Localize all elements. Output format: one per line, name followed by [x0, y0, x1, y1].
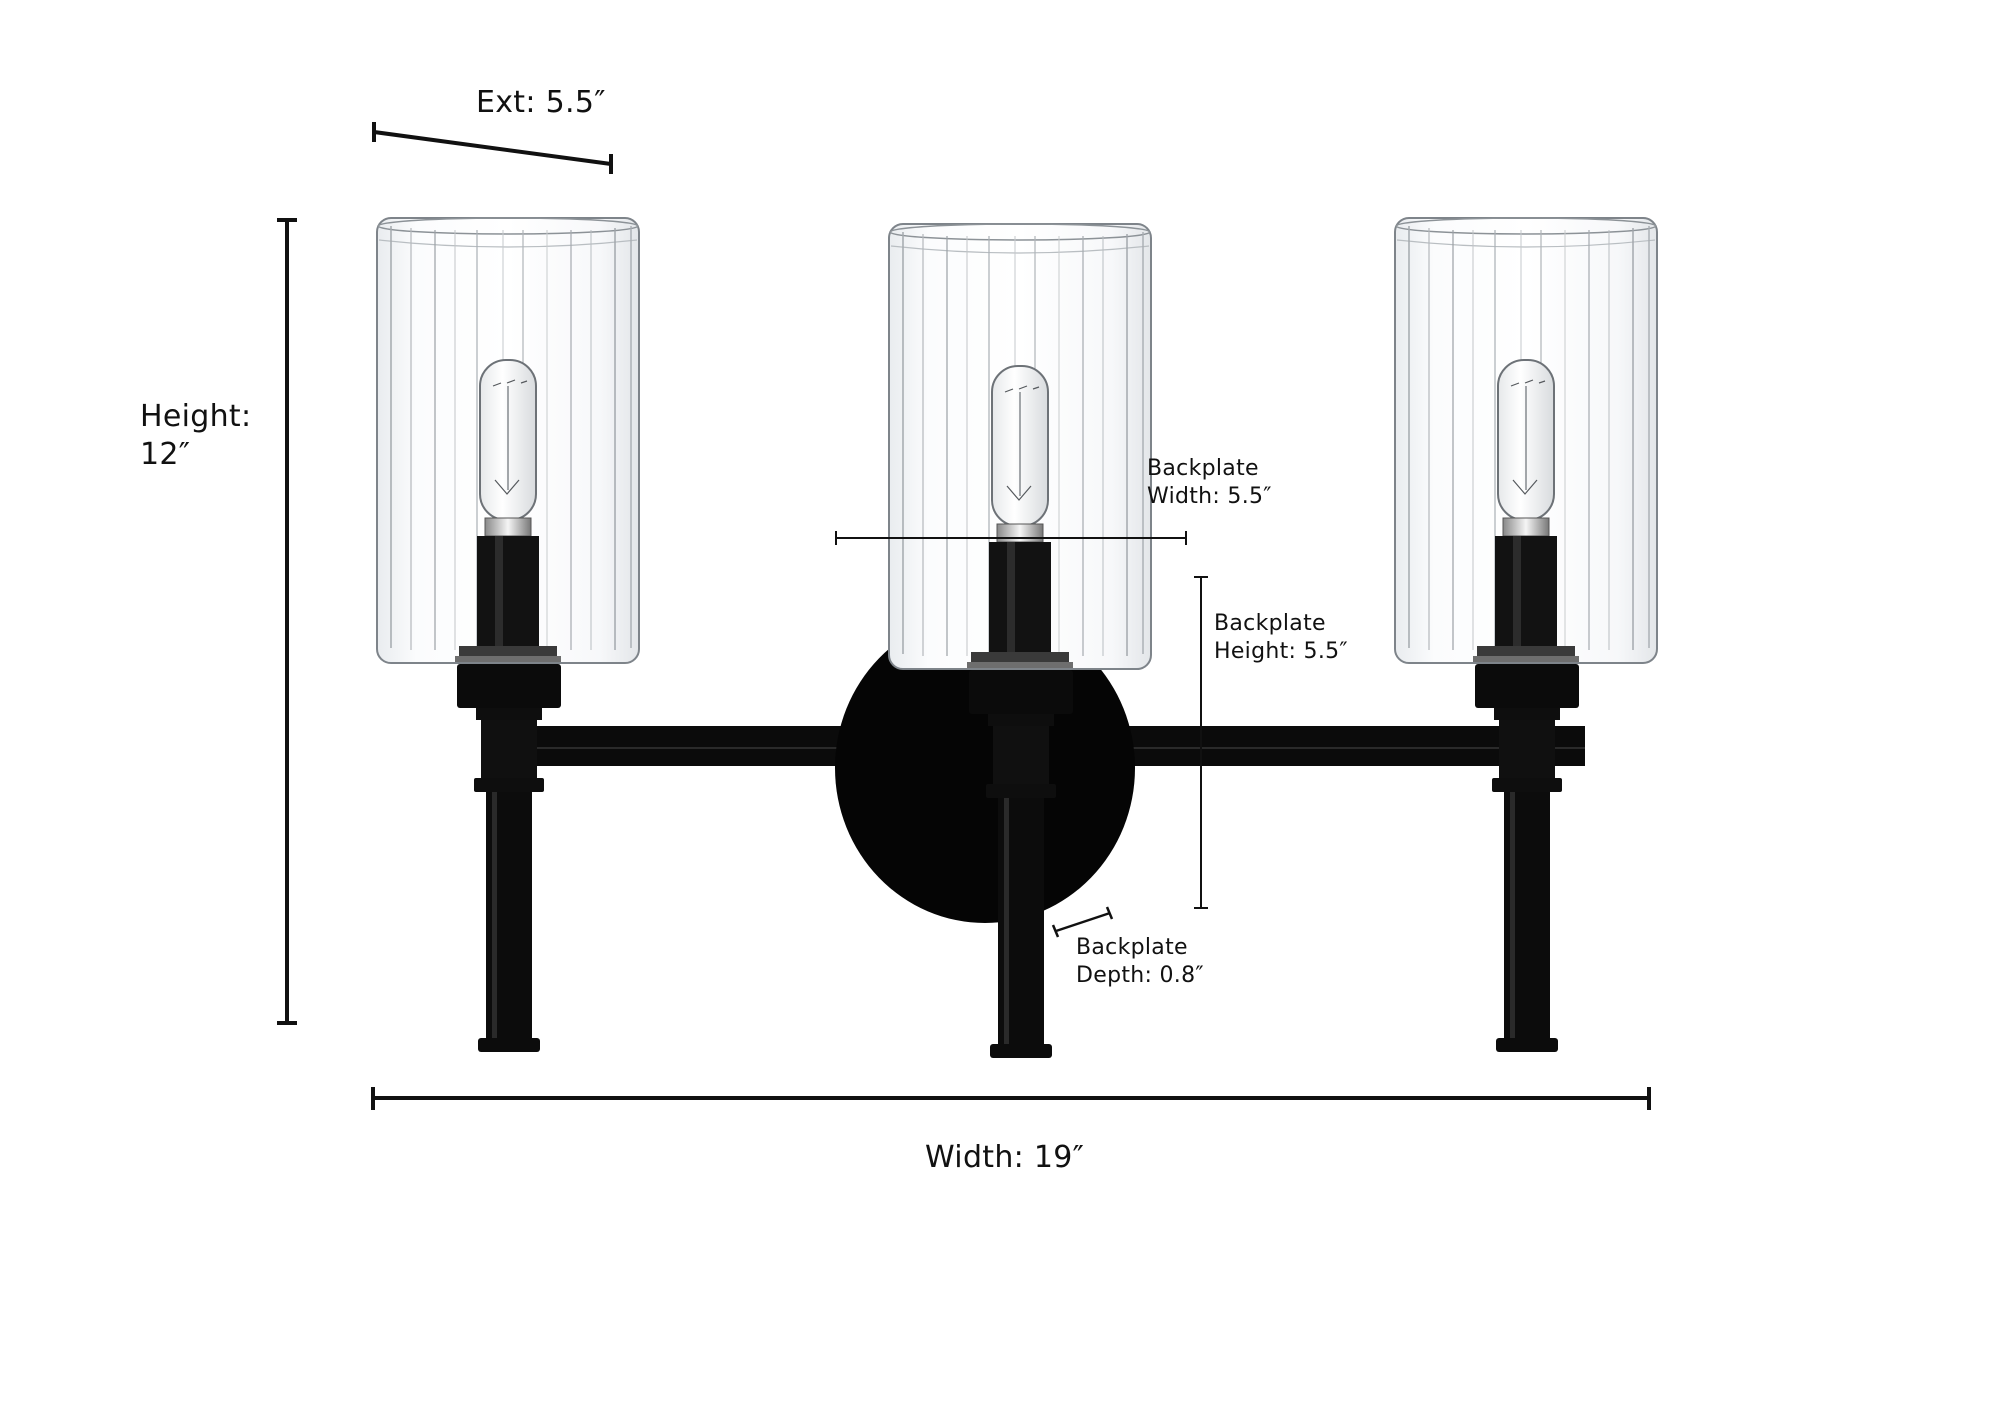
ext-label-text: Ext: 5.5″ — [476, 85, 606, 120]
height-label-line2: 12″ — [140, 437, 191, 472]
width-dimension-line — [371, 1087, 1651, 1110]
backplate-height-dimension-line — [1194, 576, 1208, 909]
backplate-width-line2: Width: 5.5″ — [1147, 484, 1272, 509]
backplate-width-line1: Backplate — [1147, 456, 1259, 481]
right-lamp — [1395, 218, 1657, 1052]
width-label-text: Width: 19″ — [925, 1140, 1085, 1175]
ext-dimension-line — [372, 122, 613, 174]
backplate-height-label: Backplate Height: 5.5″ — [1214, 610, 1348, 666]
height-label-line1: Height: — [140, 399, 252, 434]
backplate-depth-line2: Depth: 0.8″ — [1076, 963, 1204, 988]
center-lamp — [889, 224, 1151, 1058]
backplate-height-line2: Height: 5.5″ — [1214, 639, 1348, 664]
backplate-depth-line1: Backplate — [1076, 935, 1188, 960]
backplate-depth-dimension-line — [1051, 906, 1114, 938]
height-label: Height: 12″ — [140, 398, 251, 474]
backplate-depth-label: Backplate Depth: 0.8″ — [1076, 934, 1204, 990]
width-label: Width: 19″ — [925, 1139, 1084, 1177]
backplate-width-label: Backplate Width: 5.5″ — [1147, 455, 1272, 511]
left-lamp — [377, 218, 639, 1052]
backplate-width-dimension-line — [835, 531, 1187, 545]
height-dimension-line — [277, 218, 297, 1025]
backplate-height-line1: Backplate — [1214, 611, 1326, 636]
ext-label: Ext: 5.5″ — [476, 84, 606, 122]
